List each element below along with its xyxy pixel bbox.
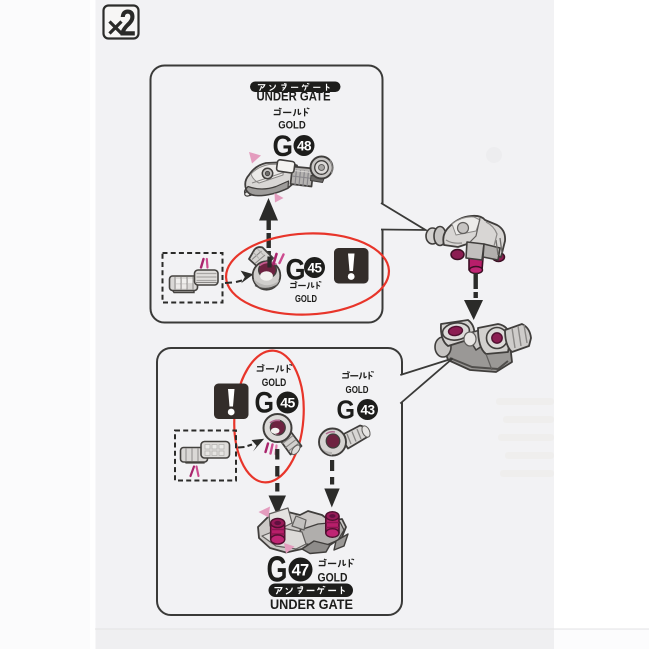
svg-text:45: 45 (307, 261, 322, 276)
svg-text:47: 47 (292, 562, 309, 580)
svg-text:G: G (267, 549, 288, 590)
svg-text:43: 43 (360, 403, 375, 418)
svg-text:G: G (273, 130, 294, 163)
svg-text:G: G (337, 395, 356, 425)
svg-text:2: 2 (120, 3, 137, 44)
svg-text:UNDER GATE: UNDER GATE (257, 89, 331, 103)
svg-text:48: 48 (297, 139, 312, 154)
svg-text:45: 45 (280, 395, 295, 411)
svg-text:UNDER GATE: UNDER GATE (270, 597, 353, 613)
svg-text:GOLD: GOLD (295, 293, 317, 305)
svg-text:GOLD: GOLD (318, 573, 348, 585)
